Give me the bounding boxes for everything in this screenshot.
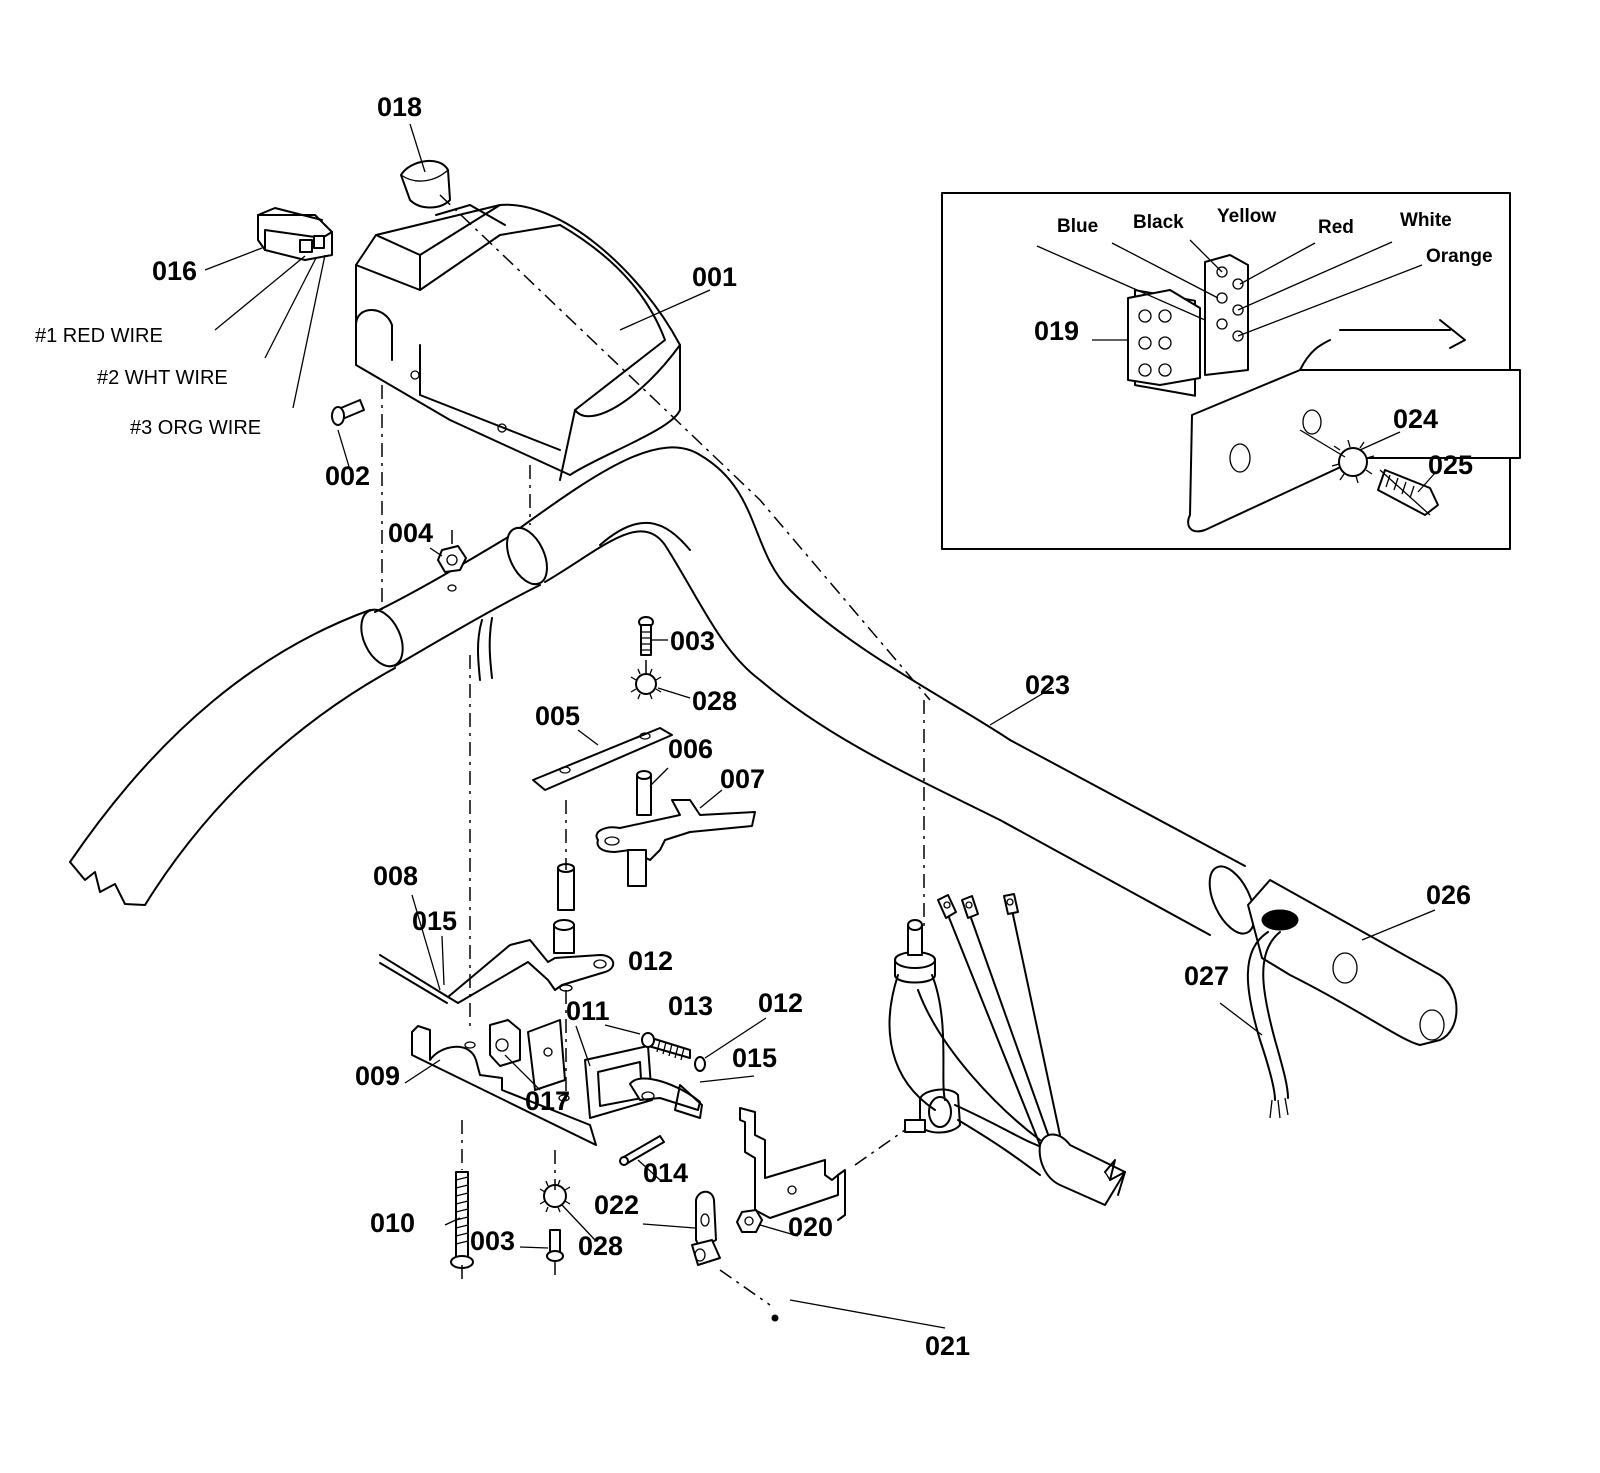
terminal-022 [691, 1190, 721, 1266]
label-004: 004 [388, 518, 433, 548]
label-001: 001 [692, 262, 737, 292]
label-color-white: White [1400, 210, 1452, 231]
screw-002 [331, 399, 365, 426]
spacer-006 [636, 770, 652, 816]
spacer-middle [553, 863, 575, 954]
screw-010 [450, 1171, 474, 1269]
end-bracket-026 [1246, 879, 1458, 1119]
label-color-black: Black [1133, 212, 1184, 233]
label-028-top: 028 [692, 686, 737, 716]
washer-028-top [630, 668, 662, 700]
label-white-wire: #2 WHT WIRE [97, 367, 228, 389]
screw-003-bottom [546, 1229, 564, 1262]
label-003-top: 003 [670, 626, 715, 656]
label-color-red: Red [1318, 217, 1354, 238]
label-007: 007 [720, 764, 765, 794]
part-labels: 018 016 001 002 004 003 028 005 006 007 … [35, 92, 1493, 1361]
label-color-orange: Orange [1426, 246, 1493, 267]
label-003-bottom: 003 [470, 1226, 515, 1256]
label-013: 013 [668, 991, 713, 1021]
leader-lines [204, 123, 1436, 1329]
wire-harness [888, 893, 1126, 1206]
label-022: 022 [594, 1190, 639, 1220]
label-012-right: 012 [758, 988, 803, 1018]
handle-tube [69, 446, 1256, 936]
label-027: 027 [1184, 961, 1229, 991]
connector-016 [257, 207, 333, 261]
nut-004 [437, 545, 467, 592]
label-color-yellow: Yellow [1217, 206, 1276, 227]
screw-003-top [638, 616, 654, 656]
label-008: 008 [373, 861, 418, 891]
cover-001 [355, 203, 681, 481]
pin-014 [619, 1135, 665, 1166]
label-011: 011 [566, 996, 610, 1026]
label-016: 016 [152, 256, 197, 286]
label-010: 010 [370, 1208, 415, 1238]
label-024: 024 [1393, 404, 1438, 434]
label-002: 002 [325, 461, 370, 491]
label-018: 018 [377, 92, 422, 122]
bracket-020 [736, 1107, 846, 1233]
label-028-bottom: 028 [578, 1231, 623, 1261]
label-012-left: 012 [628, 946, 673, 976]
label-025: 025 [1428, 450, 1473, 480]
label-026: 026 [1426, 880, 1471, 910]
lever-007 [595, 799, 756, 887]
label-017: 017 [525, 1086, 570, 1116]
wire-from-tube-2 [488, 617, 493, 679]
switch-011 [584, 1045, 703, 1119]
base-009 [411, 1019, 597, 1146]
plate-005 [532, 727, 673, 791]
label-015-left: 015 [412, 906, 457, 936]
label-005: 005 [535, 701, 580, 731]
lever-008 [379, 939, 615, 1004]
label-009: 009 [355, 1061, 400, 1091]
wire-from-tube [477, 619, 483, 681]
label-020: 020 [788, 1212, 833, 1242]
label-021: 021 [925, 1331, 970, 1361]
label-color-blue: Blue [1057, 216, 1098, 237]
label-019: 019 [1034, 316, 1079, 346]
label-orange-wire: #3 ORG WIRE [130, 417, 261, 439]
label-red-wire: #1 RED WIRE [35, 325, 163, 347]
label-015-right: 015 [732, 1043, 777, 1073]
label-023: 023 [1025, 670, 1070, 700]
spring-013 [641, 1032, 706, 1072]
cap-018 [400, 159, 451, 209]
alignment-lines [381, 194, 931, 1306]
label-014: 014 [643, 1158, 688, 1188]
dot-021 [771, 1314, 779, 1322]
label-006: 006 [668, 734, 713, 764]
